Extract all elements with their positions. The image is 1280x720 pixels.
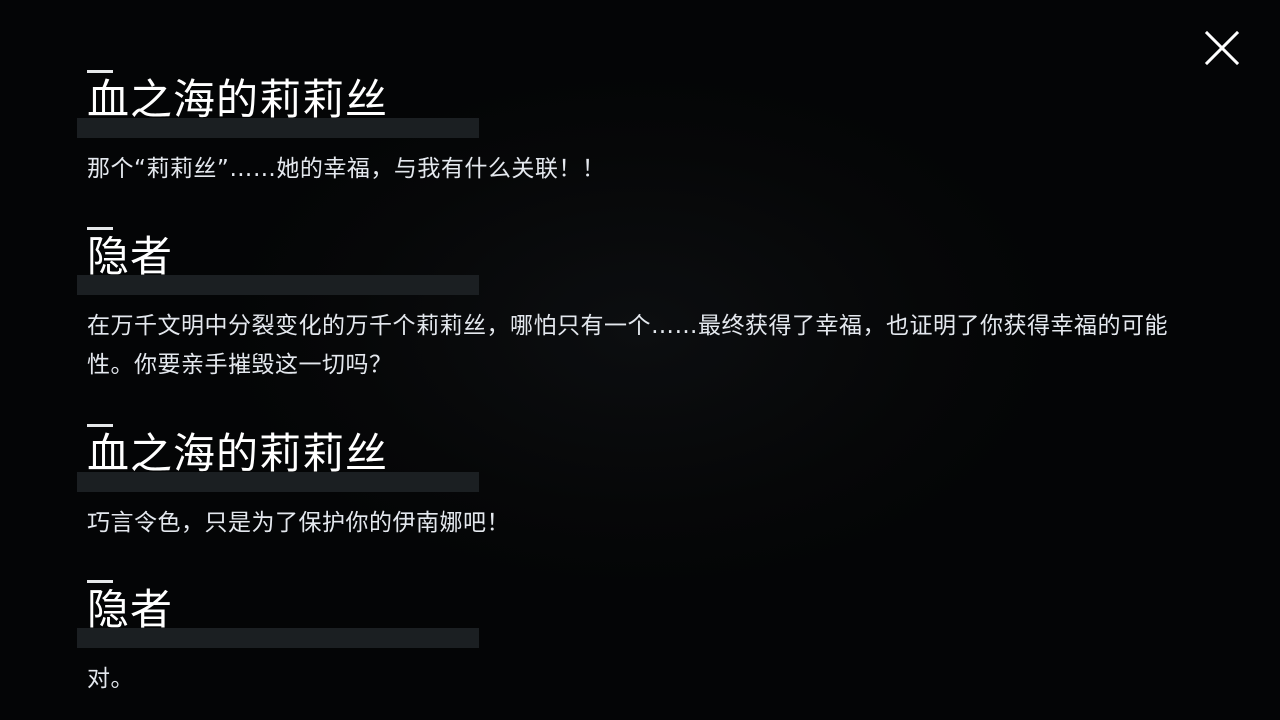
dialogue-entry: 隐者 对。: [77, 580, 1197, 692]
speaker-header: 隐者: [77, 227, 1197, 295]
dialogue-entry: 血之海的莉莉丝 那个“莉莉丝”……她的幸福，与我有什么关联！！: [77, 70, 1197, 182]
dialogue-text: 那个“莉莉丝”……她的幸福，与我有什么关联！！: [87, 156, 606, 182]
speaker-accent-mark: [87, 70, 113, 73]
dialogue-text: 巧言令色，只是为了保护你的伊南娜吧！: [87, 510, 510, 536]
dialogue-entry: 隐者 在万千文明中分裂变化的万千个莉莉丝，哪怕只有一个……最终获得了幸福，也证明…: [77, 227, 1197, 378]
speaker-accent-mark: [87, 424, 113, 427]
speaker-name: 隐者: [87, 585, 174, 634]
speaker-underline-bar: [77, 275, 479, 295]
speaker-underline-bar: [77, 472, 479, 492]
close-button[interactable]: [1200, 26, 1244, 70]
speaker-header: 血之海的莉莉丝: [77, 424, 1197, 492]
speaker-accent-mark: [87, 227, 113, 230]
speaker-name: 隐者: [87, 232, 174, 281]
speaker-accent-mark: [87, 580, 113, 583]
speaker-header: 隐者: [77, 580, 1197, 648]
dialogue-text: 对。: [87, 666, 134, 692]
speaker-name: 血之海的莉莉丝: [87, 429, 389, 478]
speaker-underline-bar: [77, 628, 479, 648]
speaker-underline-bar: [77, 118, 479, 138]
dialogue-entry: 血之海的莉莉丝 巧言令色，只是为了保护你的伊南娜吧！: [77, 424, 1197, 536]
close-icon: [1204, 30, 1240, 66]
speaker-header: 血之海的莉莉丝: [77, 70, 1197, 138]
speaker-name: 血之海的莉莉丝: [87, 75, 389, 124]
dialogue-text: 在万千文明中分裂变化的万千个莉莉丝，哪怕只有一个……最终获得了幸福，也证明了你获…: [87, 313, 1168, 378]
